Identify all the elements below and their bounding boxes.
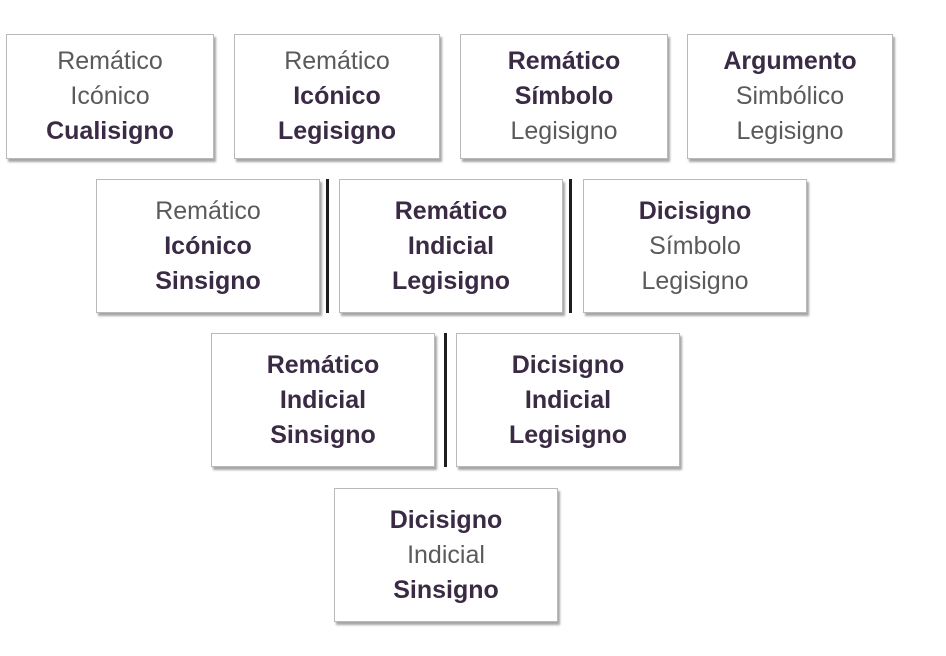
box-line: Simbólico	[735, 82, 845, 110]
box-line: Remático	[394, 196, 508, 225]
box-line: Remático	[155, 196, 261, 225]
box-line: Símbolo	[514, 82, 614, 110]
separator-bar	[569, 179, 572, 313]
box-line: Sinsigno	[393, 575, 499, 604]
box-line: Remático	[284, 47, 390, 75]
box-line: Argumento	[723, 47, 857, 75]
sign-class-box-rematico-simbolo-legisigno: Remático Símbolo Legisigno	[460, 34, 668, 159]
box-line: Icónico	[70, 82, 150, 110]
box-line: Dicisigno	[511, 350, 625, 379]
box-line: Legisigno	[736, 117, 844, 145]
sign-class-box-rematico-iconico-cualisigno: Remático Icónico Cualisigno	[6, 34, 214, 159]
box-line: Indicial	[279, 385, 367, 414]
box-line: Remático	[507, 47, 621, 75]
box-line: Indicial	[407, 540, 485, 569]
box-line: Icónico	[164, 231, 252, 260]
box-line: Cualisigno	[46, 117, 174, 145]
box-line: Sinsigno	[270, 420, 376, 449]
sign-class-box-dicisigno-indicial-legisigno: Dicisigno Indicial Legisigno	[456, 333, 680, 467]
box-line: Dicisigno	[389, 505, 503, 534]
sign-class-box-rematico-indicial-sinsigno: Remático Indicial Sinsigno	[211, 333, 435, 467]
box-line: Indicial	[407, 231, 495, 260]
box-line: Símbolo	[649, 231, 741, 260]
sign-class-box-rematico-iconico-legisigno: Remático Icónico Legisigno	[234, 34, 440, 159]
box-line: Indicial	[524, 385, 612, 414]
box-line: Remático	[57, 47, 163, 75]
separator-bar	[326, 179, 329, 313]
sign-class-box-argumento-simbolico-legisigno: Argumento Simbólico Legisigno	[687, 34, 893, 159]
box-line: Legisigno	[641, 266, 749, 295]
box-line: Legisigno	[277, 117, 397, 145]
box-line: Sinsigno	[155, 266, 261, 295]
box-line: Legisigno	[510, 117, 618, 145]
sign-class-box-rematico-iconico-sinsigno: Remático Icónico Sinsigno	[96, 179, 320, 313]
box-line: Icónico	[293, 82, 381, 110]
box-line: Remático	[266, 350, 380, 379]
box-line: Legisigno	[508, 420, 628, 449]
box-line: Dicisigno	[638, 196, 752, 225]
sign-class-box-rematico-indicial-legisigno: Remático Indicial Legisigno	[339, 179, 563, 313]
sign-class-box-dicisigno-simbolo-legisigno: Dicisigno Símbolo Legisigno	[583, 179, 807, 313]
box-line: Legisigno	[391, 266, 511, 295]
separator-bar	[444, 333, 447, 467]
sign-class-box-dicisigno-indicial-sinsigno: Dicisigno Indicial Sinsigno	[334, 488, 558, 622]
